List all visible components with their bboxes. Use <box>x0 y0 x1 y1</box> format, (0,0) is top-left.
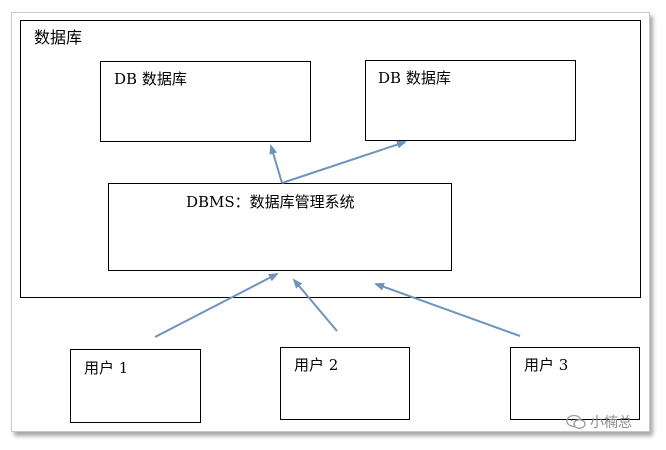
user-box-3 <box>510 347 640 420</box>
user-box-1 <box>70 349 201 423</box>
chat-bubble-icon <box>566 414 586 430</box>
db-box-1-label: DB 数据库 <box>114 70 187 88</box>
database-container-label: 数据库 <box>34 28 83 47</box>
db-box-2-label: DB 数据库 <box>378 69 451 87</box>
user-box-2-label: 用户 2 <box>294 356 339 374</box>
dbms-box-label: DBMS：数据库管理系统 <box>186 193 355 211</box>
user-box-1-label: 用户 1 <box>84 359 129 377</box>
db-box-2 <box>365 60 576 141</box>
dbms-box <box>108 183 452 271</box>
db-box-1 <box>100 61 311 142</box>
user-box-3-label: 用户 3 <box>524 356 569 374</box>
watermark-text: 小楠总 <box>590 415 632 431</box>
user-box-2 <box>280 347 410 420</box>
watermark: 小楠总 <box>566 412 632 432</box>
